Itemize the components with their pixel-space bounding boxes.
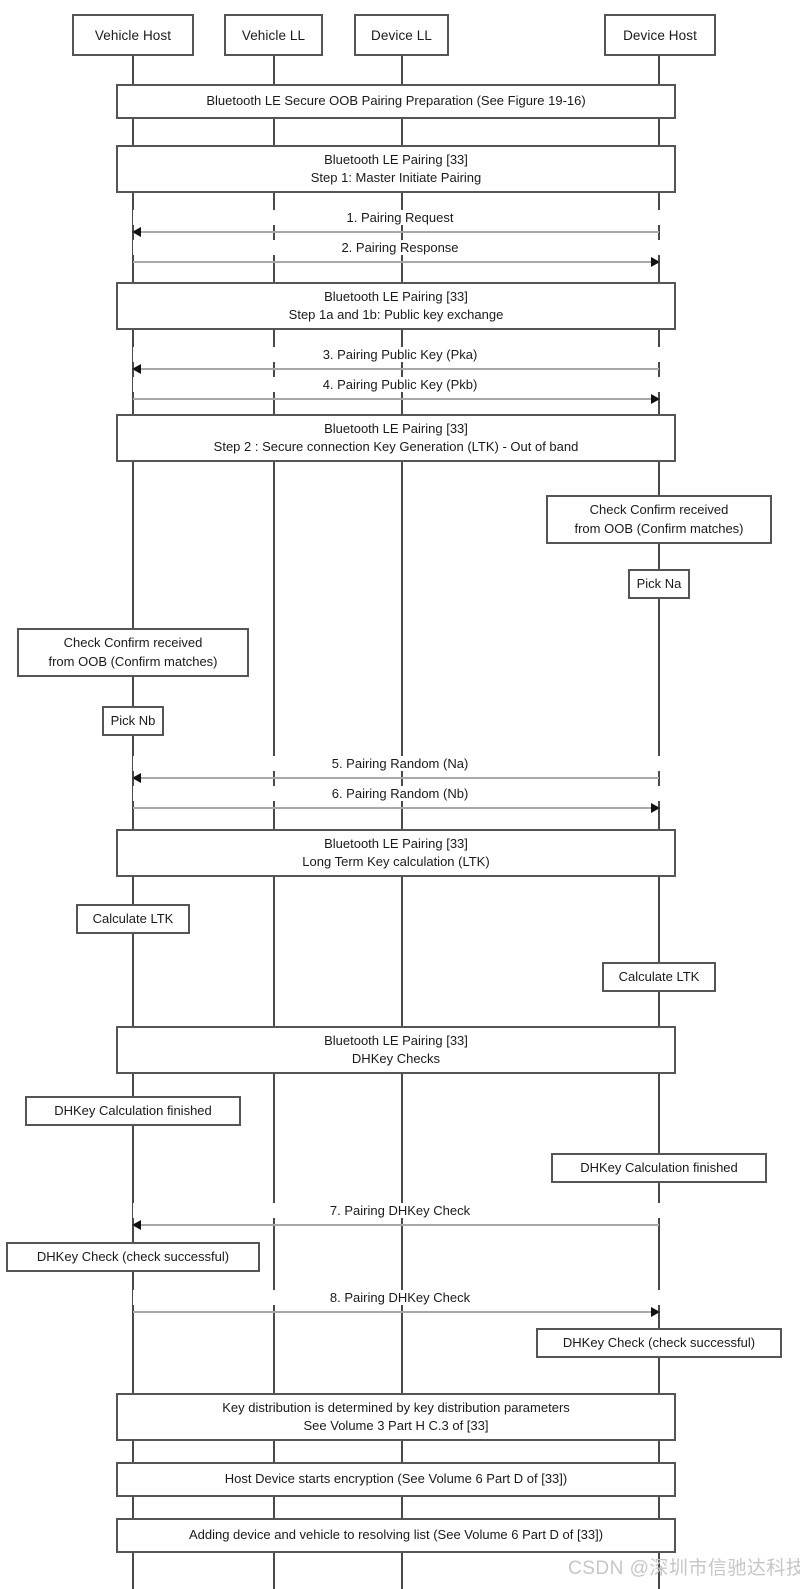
message-line-msg-8 — [133, 1311, 659, 1313]
arrowhead-right-icon — [651, 394, 660, 404]
arrowhead-left-icon — [132, 227, 141, 237]
text-line: Host Device starts encryption (See Volum… — [224, 1471, 568, 1487]
text-line: Bluetooth LE Pairing [33] — [324, 420, 468, 436]
arrowhead-left-icon — [132, 773, 141, 783]
text-line: from OOB (Confirm matches) — [48, 653, 218, 669]
text-line: from OOB (Confirm matches) — [574, 520, 744, 536]
phase-bar-dhkey-checks[interactable]: Bluetooth LE Pairing [33] DHKey Checks — [116, 1026, 676, 1074]
phase-bar-adding-device-resolving-list[interactable]: Adding device and vehicle to resolving l… — [116, 1518, 676, 1553]
message-line-msg-1 — [133, 231, 659, 233]
text-line: Pick Na — [636, 575, 682, 591]
lifeline-vehicle-ll — [273, 56, 275, 1589]
message-label-msg-7: 7. Pairing DHKey Check — [133, 1203, 667, 1218]
actor-label: Vehicle Host — [94, 27, 172, 43]
message-label-msg-8: 8. Pairing DHKey Check — [133, 1290, 667, 1305]
note-device-check-confirm[interactable]: Check Confirm received from OOB (Confirm … — [546, 495, 772, 544]
text-line: Bluetooth LE Pairing [33] — [324, 288, 468, 304]
text-line: Step 1a and 1b: Public key exchange — [288, 307, 504, 322]
text-line: Bluetooth LE Pairing [33] — [324, 1032, 468, 1048]
phase-bar-oob-preparation[interactable]: Bluetooth LE Secure OOB Pairing Preparat… — [116, 84, 676, 119]
actor-vehicle-ll[interactable]: Vehicle LL — [224, 14, 323, 56]
lifeline-vehicle-host — [132, 56, 134, 1589]
text-line: DHKey Calculation finished — [580, 1159, 738, 1175]
note-device-dhkey-check-success[interactable]: DHKey Check (check successful) — [536, 1328, 782, 1358]
phase-bar-step1-master-initiate[interactable]: Bluetooth LE Pairing [33] Step 1: Master … — [116, 145, 676, 193]
arrowhead-right-icon — [651, 803, 660, 813]
actor-label: Device Host — [623, 27, 697, 43]
text-line: DHKey Checks — [351, 1051, 441, 1066]
actor-device-host[interactable]: Device Host — [604, 14, 716, 56]
text-line: Calculate LTK — [618, 968, 700, 984]
actor-device-ll[interactable]: Device LL — [354, 14, 449, 56]
message-label-msg-5: 5. Pairing Random (Na) — [133, 756, 667, 771]
note-vehicle-dhkey-finished[interactable]: DHKey Calculation finished — [25, 1096, 241, 1126]
text-line: Check Confirm received — [589, 502, 729, 518]
note-vehicle-check-confirm[interactable]: Check Confirm received from OOB (Confirm … — [17, 628, 249, 677]
message-line-msg-2 — [133, 261, 659, 263]
note-vehicle-dhkey-check-success[interactable]: DHKey Check (check successful) — [6, 1242, 260, 1272]
arrowhead-right-icon — [651, 1307, 660, 1317]
note-vehicle-pick-nb[interactable]: Pick Nb — [102, 706, 164, 736]
note-vehicle-calculate-ltk[interactable]: Calculate LTK — [76, 904, 190, 934]
note-device-pick-na[interactable]: Pick Na — [628, 569, 690, 599]
message-label-msg-4: 4. Pairing Public Key (Pkb) — [133, 377, 667, 392]
text-line: Calculate LTK — [92, 910, 174, 926]
actor-label: Vehicle LL — [241, 27, 306, 43]
text-line: Bluetooth LE Pairing [33] — [324, 151, 468, 167]
message-line-msg-7 — [133, 1224, 659, 1226]
actor-label: Device LL — [371, 27, 432, 43]
message-line-msg-4 — [133, 398, 659, 400]
text-line: Long Term Key calculation (LTK) — [302, 854, 490, 869]
message-line-msg-3 — [133, 368, 659, 370]
text-line: Key distribution is determined by key di… — [222, 1399, 570, 1415]
arrowhead-right-icon — [651, 257, 660, 267]
watermark: CSDN @深圳市信驰达科技 — [568, 1558, 800, 1579]
phase-bar-long-term-key-calculation[interactable]: Bluetooth LE Pairing [33] Long Term Key c… — [116, 829, 676, 877]
text-line: See Volume 3 Part H C.3 of [33] — [303, 1418, 489, 1433]
text-line: DHKey Check (check successful) — [36, 1248, 230, 1264]
lifeline-device-ll — [401, 56, 403, 1589]
text-line: Adding device and vehicle to resolving l… — [188, 1527, 604, 1543]
phase-bar-step1a-1b-public-key[interactable]: Bluetooth LE Pairing [33] Step 1a and 1b:… — [116, 282, 676, 330]
text-line: Step 1: Master Initiate Pairing — [310, 170, 482, 185]
phase-bar-step2-secure-connection-key[interactable]: Bluetooth LE Pairing [33] Step 2 : Secure… — [116, 414, 676, 462]
arrowhead-left-icon — [132, 1220, 141, 1230]
actor-vehicle-host[interactable]: Vehicle Host — [72, 14, 194, 56]
message-line-msg-6 — [133, 807, 659, 809]
text-line: Bluetooth LE Pairing [33] — [324, 835, 468, 851]
text-line: Step 2 : Secure connection Key Generatio… — [213, 439, 579, 454]
phase-bar-host-device-encryption[interactable]: Host Device starts encryption (See Volum… — [116, 1462, 676, 1497]
note-device-dhkey-finished[interactable]: DHKey Calculation finished — [551, 1153, 767, 1183]
message-label-msg-6: 6. Pairing Random (Nb) — [133, 786, 667, 801]
arrowhead-left-icon — [132, 364, 141, 374]
text-line: DHKey Check (check successful) — [562, 1334, 756, 1350]
text-line: Check Confirm received — [63, 635, 203, 651]
text-line: DHKey Calculation finished — [54, 1102, 212, 1118]
message-label-msg-2: 2. Pairing Response — [133, 240, 667, 255]
message-label-msg-1: 1. Pairing Request — [133, 210, 667, 225]
note-device-calculate-ltk[interactable]: Calculate LTK — [602, 962, 716, 992]
text-line: Pick Nb — [110, 712, 156, 728]
text-line: Bluetooth LE Secure OOB Pairing Preparat… — [206, 93, 586, 109]
phase-bar-key-distribution[interactable]: Key distribution is determined by key di… — [116, 1393, 676, 1441]
lifeline-device-host — [658, 56, 660, 1589]
message-line-msg-5 — [133, 777, 659, 779]
message-label-msg-3: 3. Pairing Public Key (Pka) — [133, 347, 667, 362]
